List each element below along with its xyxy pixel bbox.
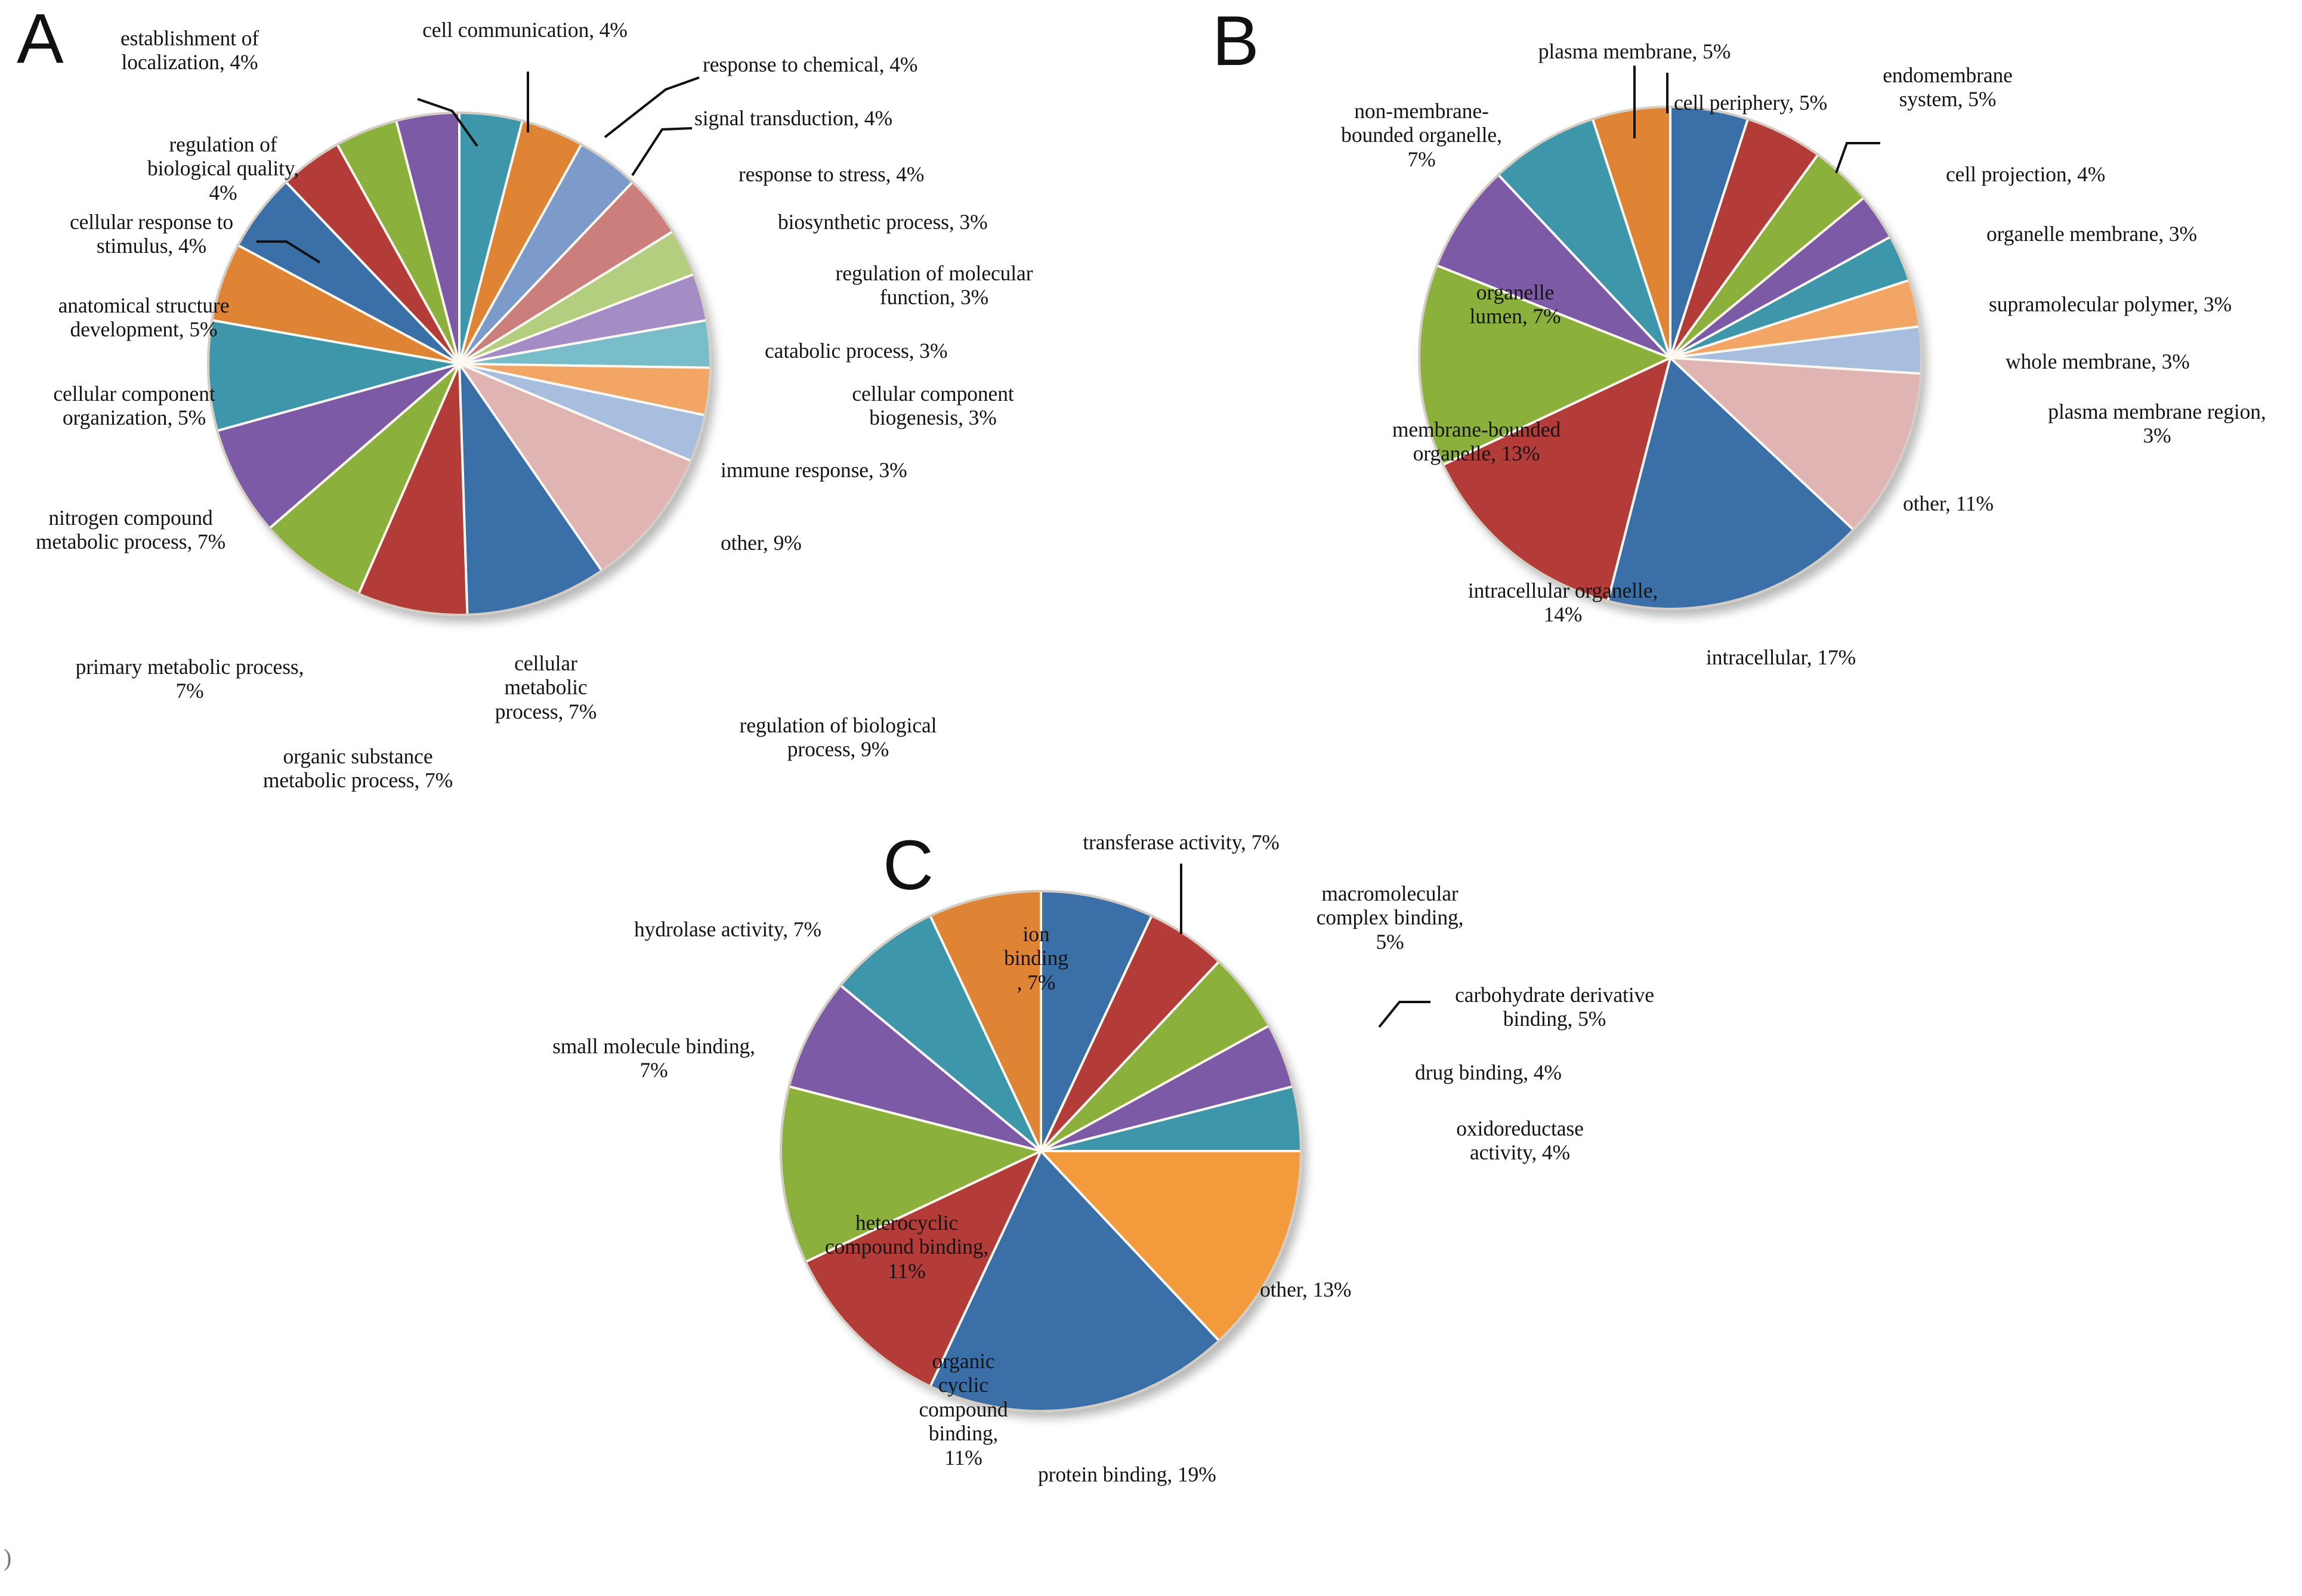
label-a-catabolic-process: catabolic process, 3% xyxy=(765,339,948,363)
label-a-cellular-component-biogenesis: cellular component biogenesis, 3% xyxy=(852,382,1014,430)
pie-slice-transferase-activity[interactable] xyxy=(1040,889,1154,1152)
pie-slice-organelle-lumen[interactable] xyxy=(1435,173,1671,359)
label-b-cell-periphery: cell periphery, 5% xyxy=(1674,91,1828,115)
pie-slice-other[interactable] xyxy=(1038,1150,1303,1343)
pie-slice-protein-binding[interactable] xyxy=(928,1149,1221,1412)
pie-slice-non-membrane-bounded-organelle[interactable] xyxy=(1496,117,1671,359)
label-c-hydrolase-activity: hydrolase activity, 7% xyxy=(634,917,821,941)
label-a-anatomical-structure-development: anatomical structure development, 5% xyxy=(58,293,230,342)
label-b-whole-membrane: whole membrane, 3% xyxy=(2006,349,2190,373)
label-a-immune-response: immune response, 3% xyxy=(721,458,907,482)
label-b-plasma-membrane: plasma membrane, 5% xyxy=(1538,39,1731,63)
label-c-small-molecule-binding: small molecule binding, 7% xyxy=(552,1034,755,1082)
label-b-other: other, 11% xyxy=(1903,491,1994,515)
panel-letter-b: B xyxy=(1212,2,1259,81)
pie-slice-other[interactable] xyxy=(1667,356,1923,532)
label-b-cell-projection: cell projection, 4% xyxy=(1946,162,2106,186)
pie-slice-heterocyclic-compound-binding[interactable] xyxy=(780,1085,1045,1264)
label-a-response-to-stress: response to stress, 4% xyxy=(739,162,925,186)
label-a-regulation-of-biological-quality: regulation of biological quality, 4% xyxy=(147,132,299,205)
pie-svg-a xyxy=(207,111,712,616)
label-b-membrane-bounded-organelle: membrane-bounded organelle, 13% xyxy=(1392,417,1561,466)
pie-slice-other[interactable] xyxy=(456,361,693,573)
label-c-transferase-activity: transferase activity, 7% xyxy=(1083,830,1280,854)
label-a-nitrogen-compound-metabolic-process: nitrogen compound metabolic process, 7% xyxy=(35,506,226,554)
label-a-signal-transduction: signal transduction, 4% xyxy=(694,106,892,130)
pie-slice-nitrogen-compound-metabolic-process[interactable] xyxy=(207,318,460,432)
label-b-endomembrane-system: endomembrane system, 5% xyxy=(1883,63,2013,112)
pie-chart-biological-process[interactable] xyxy=(206,110,713,617)
label-a-organic-substance-metabolic-process: organic substance metabolic process, 7% xyxy=(262,744,453,793)
pie-rim xyxy=(1418,106,1923,610)
label-a-cellular-metabolic-process: cellular metabolic process, 7% xyxy=(495,651,597,723)
pie-slice-small-molecule-binding[interactable] xyxy=(787,983,1042,1152)
pie-chart-cellular-component[interactable] xyxy=(1417,104,1924,611)
label-a-primary-metabolic-process: primary metabolic process, 7% xyxy=(75,655,304,703)
scan-artifact: ) xyxy=(4,1544,12,1571)
pie-slice-hydrolase-activity[interactable] xyxy=(839,914,1042,1152)
pie-slice-intracellular[interactable] xyxy=(1606,355,1855,610)
label-c-ion-binding: ion binding , 7% xyxy=(1004,922,1068,994)
label-c-protein-binding: protein binding, 19% xyxy=(1038,1462,1216,1486)
label-b-intracellular: intracellular, 17% xyxy=(1706,645,1856,669)
pie-svg-b xyxy=(1418,105,1923,610)
label-a-cell-communication: cell communication, 4% xyxy=(422,18,628,42)
pie-slice-primary-metabolic-process[interactable] xyxy=(215,363,461,530)
pie-slice-membrane-bounded-organelle[interactable] xyxy=(1418,264,1674,466)
pie-slice-organic-cyclic-compound-binding[interactable] xyxy=(804,1148,1044,1388)
label-c-macromolecular-complex-binding: macromolecular complex binding, 5% xyxy=(1316,881,1464,954)
pie-slice-plasma-membrane[interactable] xyxy=(1591,105,1671,358)
pie-slice-cellular-metabolic-process[interactable] xyxy=(357,363,469,616)
label-a-cellular-component-organization: cellular component organization, 5% xyxy=(53,382,215,430)
label-b-organelle-membrane: organelle membrane, 3% xyxy=(1986,222,2197,246)
label-c-heterocyclic-compound-binding: heterocyclic compound binding, 11% xyxy=(824,1211,989,1283)
pie-slice-organic-substance-metabolic-process[interactable] xyxy=(268,363,461,596)
pie-rim xyxy=(780,890,1302,1412)
label-b-organelle-lumen: organelle lumen, 7% xyxy=(1469,280,1561,329)
label-a-regulation-of-biological-process: regulation of biological process, 9% xyxy=(739,713,937,762)
panel-letter-c: C xyxy=(883,826,934,905)
label-a-other: other, 9% xyxy=(721,531,802,555)
pie-slice-intracellular-organelle[interactable] xyxy=(1441,355,1672,603)
pie-slice-ion-binding[interactable] xyxy=(928,889,1042,1152)
label-b-plasma-membrane-region: plasma membrane region, 3% xyxy=(2048,400,2266,448)
label-b-non-membrane-bounded-organelle: non-membrane- bounded organelle, 7% xyxy=(1341,99,1502,171)
label-a-biosynthetic-process: biosynthetic process, 3% xyxy=(778,210,988,234)
label-c-organic-cyclic-compound-binding: organic cyclic compound binding, 11% xyxy=(919,1349,1008,1470)
label-c-carbohydrate-derivative-binding: carbohydrate derivative binding, 5% xyxy=(1455,983,1654,1031)
label-b-supramolecular-polymer: supramolecular polymer, 3% xyxy=(1989,292,2232,316)
pie-slice-regulation-of-biological-process[interactable] xyxy=(458,360,604,616)
label-a-cellular-response-to-stimulus: cellular response to stimulus, 4% xyxy=(69,210,233,258)
label-a-regulation-of-molecular-function: regulation of molecular function, 3% xyxy=(835,261,1033,310)
label-a-response-to-chemical: response to chemical, 4% xyxy=(703,52,918,76)
label-a-establishment-of-localization: establishment of localization, 4% xyxy=(120,26,259,75)
pie-svg-c xyxy=(780,889,1303,1412)
pie-chart-molecular-function[interactable] xyxy=(778,889,1303,1413)
label-c-other: other, 13% xyxy=(1260,1278,1352,1301)
label-c-oxidoreductase-activity: oxidoreductase activity, 4% xyxy=(1456,1116,1584,1165)
panel-letter-a: A xyxy=(17,0,64,78)
label-b-intracellular-organelle: intracellular organelle, 14% xyxy=(1467,579,1658,627)
label-c-drug-binding: drug binding, 4% xyxy=(1415,1060,1562,1084)
